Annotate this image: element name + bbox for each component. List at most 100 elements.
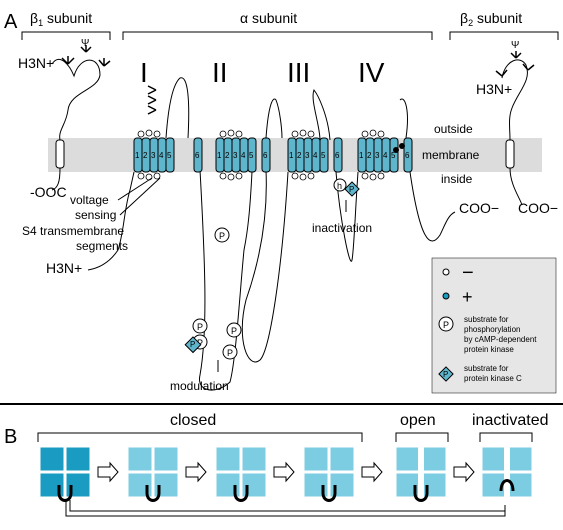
svg-text:protein kinase C: protein kinase C xyxy=(464,374,522,383)
segment-1-label: 1 xyxy=(135,151,140,160)
transition-arrow xyxy=(453,461,475,483)
segment-5-label: 5 xyxy=(167,151,172,160)
closed-label: closed xyxy=(170,412,216,429)
inactivation-gate xyxy=(499,479,515,492)
channel-block-tr xyxy=(241,446,267,472)
domain-iii-segment-numbers: 1 2 3 4 5 6 xyxy=(289,151,340,160)
pka-site-1 xyxy=(214,227,230,243)
segment-5-label: 5 xyxy=(391,151,396,160)
legend-pkc-icon xyxy=(438,366,454,382)
beta2-chain xyxy=(501,59,528,206)
channel-block-tr xyxy=(153,446,179,472)
alpha-n-terminus: H3N+ xyxy=(46,260,82,276)
beta2-bracket xyxy=(449,31,559,40)
channel-block-tr xyxy=(65,446,91,472)
legend-pkc-text: substrate for protein kinase C xyxy=(464,364,522,383)
domain-ii-label: II xyxy=(212,57,228,88)
pka-site-1-label: P xyxy=(219,231,225,241)
inactivation-gate xyxy=(233,485,249,502)
beta1-n-terminus: H3N+ xyxy=(18,55,54,71)
pka-site-5-label: P xyxy=(227,348,233,358)
channel-block-tr xyxy=(329,446,355,472)
segment-3-label: 3 xyxy=(375,151,380,160)
legend-pkc-icon-label: P xyxy=(443,370,448,379)
beta2-label: β2 subunit xyxy=(460,10,522,28)
beta1-glycosylation xyxy=(61,45,111,67)
inactivated-label: inactivated xyxy=(472,412,549,429)
domain-iv-segment-numbers: 1 2 3 4 5 6 xyxy=(359,151,410,160)
recovery-loop xyxy=(65,500,506,517)
panel-a-letter: A xyxy=(4,11,18,33)
channel-block-tl xyxy=(395,446,421,472)
inactivation-pkc-p: P xyxy=(349,185,354,194)
segment-1-label: 1 xyxy=(359,151,364,160)
segment-6-label: 6 xyxy=(405,151,410,160)
svg-text:by cAMP-dependent: by cAMP-dependent xyxy=(464,335,537,344)
svg-text:phosphorylation: phosphorylation xyxy=(464,325,520,334)
domain-i-segment-numbers: 1 2 3 4 5 6 xyxy=(135,151,200,160)
segment-2-label: 2 xyxy=(225,151,230,160)
membrane-label: membrane xyxy=(422,148,480,162)
beta1-chain xyxy=(51,58,101,191)
domain-ii-helices xyxy=(215,137,271,173)
legend-box xyxy=(431,257,557,394)
negative-charge-circles xyxy=(137,129,385,181)
inactivation-pkc-site xyxy=(344,181,360,197)
legend-plus-icon xyxy=(442,292,450,300)
legend-pka-icon xyxy=(438,316,454,332)
transition-arrow xyxy=(273,461,295,483)
closed-bracket xyxy=(37,432,363,442)
segment-4-label: 4 xyxy=(313,151,318,160)
channel-block-tl xyxy=(303,446,329,472)
domain-i-glycosylation xyxy=(147,85,157,115)
svg-text:S4 transmembrane: S4 transmembrane xyxy=(22,224,124,238)
channel-block-tl xyxy=(127,446,153,472)
svg-text:sensing: sensing xyxy=(75,208,116,222)
domain-iv-helices xyxy=(357,137,413,173)
segment-2-label: 2 xyxy=(297,151,302,160)
beta1-tm-helix xyxy=(55,139,65,169)
segment-6-label: 6 xyxy=(195,151,200,160)
inactivation-gate xyxy=(57,485,73,502)
svg-text:segments: segments xyxy=(76,239,128,253)
segment-6-label: 6 xyxy=(263,151,268,160)
beta2-tm-helix xyxy=(505,139,515,169)
channel-states xyxy=(39,446,533,502)
h-gate-label: h xyxy=(337,181,342,191)
domain-i-label: I xyxy=(140,57,148,88)
transition-arrow xyxy=(361,461,383,483)
segment-5-label: 5 xyxy=(321,151,326,160)
segment-3-label: 3 xyxy=(151,151,156,160)
alpha-c-terminus: COO− xyxy=(459,200,499,216)
segment-4-label: 4 xyxy=(383,151,388,160)
pka-site-3-label: P xyxy=(231,326,237,336)
inside-label: inside xyxy=(441,172,473,186)
channel-block-tl xyxy=(481,446,507,472)
inactivation-gate xyxy=(321,485,337,502)
domain-ii-segment-numbers: 1 2 3 4 5 6 xyxy=(217,151,268,160)
channel-block-tl xyxy=(39,446,65,472)
segment-4-label: 4 xyxy=(159,151,164,160)
svg-text:voltage: voltage xyxy=(70,193,109,207)
alpha-backbone xyxy=(87,77,456,391)
beta1-c-terminus: -OOC xyxy=(30,184,67,200)
h-gate-circle xyxy=(333,178,347,192)
inactivation-label: inactivation xyxy=(312,221,372,235)
segment-3-label: 3 xyxy=(233,151,238,160)
positive-charge-dot xyxy=(393,147,399,153)
svg-text:substrate for: substrate for xyxy=(464,364,509,373)
channel-block-tl xyxy=(215,446,241,472)
legend-minus-label: − xyxy=(462,262,474,284)
segment-6-label: 6 xyxy=(335,151,340,160)
legend-pka-icon-label: P xyxy=(443,320,449,330)
beta1-psi: Ψ xyxy=(81,38,89,49)
legend-plus-label: + xyxy=(462,287,473,307)
beta2-c-terminus: COO− xyxy=(518,200,558,216)
outside-label: outside xyxy=(434,122,473,136)
beta2-psi: Ψ xyxy=(511,40,519,51)
segment-2-label: 2 xyxy=(367,151,372,160)
beta1-bracket xyxy=(21,31,111,40)
segment-3-label: 3 xyxy=(305,151,310,160)
modulation-pkc-p: P xyxy=(190,340,195,349)
domain-iii-label: III xyxy=(287,57,310,88)
